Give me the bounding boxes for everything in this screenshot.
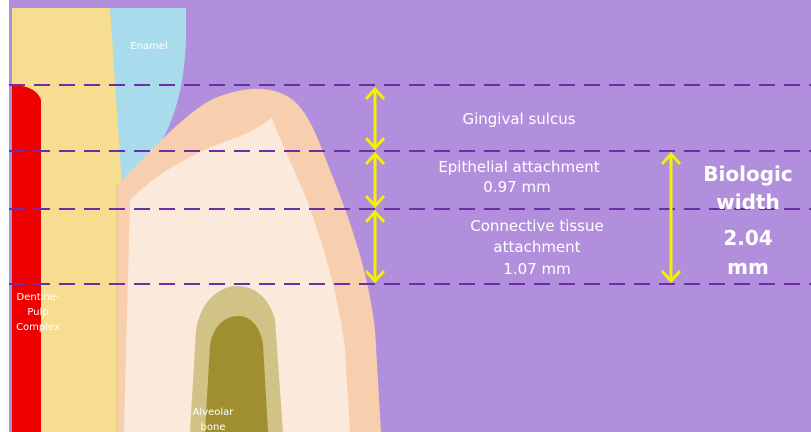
label-gingival-sulcus: Gingival sulcus xyxy=(462,110,575,128)
label-biologic-value: 2.04 xyxy=(723,226,772,250)
label-dentine: Dentine- xyxy=(17,292,60,303)
label-epithelial-value: 0.97 mm xyxy=(483,178,550,196)
label-bone: bone xyxy=(201,422,226,432)
label-epithelial-attachment: Epithelial attachment xyxy=(438,158,599,176)
label-alveolar: Alveolar xyxy=(193,407,235,418)
label-width: width xyxy=(716,190,779,214)
label-enamel: Enamel xyxy=(130,41,167,52)
left-edge xyxy=(0,0,9,432)
label-complex: Complex xyxy=(16,322,60,333)
pulp xyxy=(12,85,41,432)
label-pulp: Pulp xyxy=(27,307,48,318)
label-biologic: Biologic xyxy=(703,162,792,186)
label-connective-tissue: Connective tissue xyxy=(470,217,603,235)
label-connective-attachment: attachment xyxy=(493,238,580,256)
label-connective-value: 1.07 mm xyxy=(503,260,570,278)
label-biologic-unit: mm xyxy=(727,255,769,279)
